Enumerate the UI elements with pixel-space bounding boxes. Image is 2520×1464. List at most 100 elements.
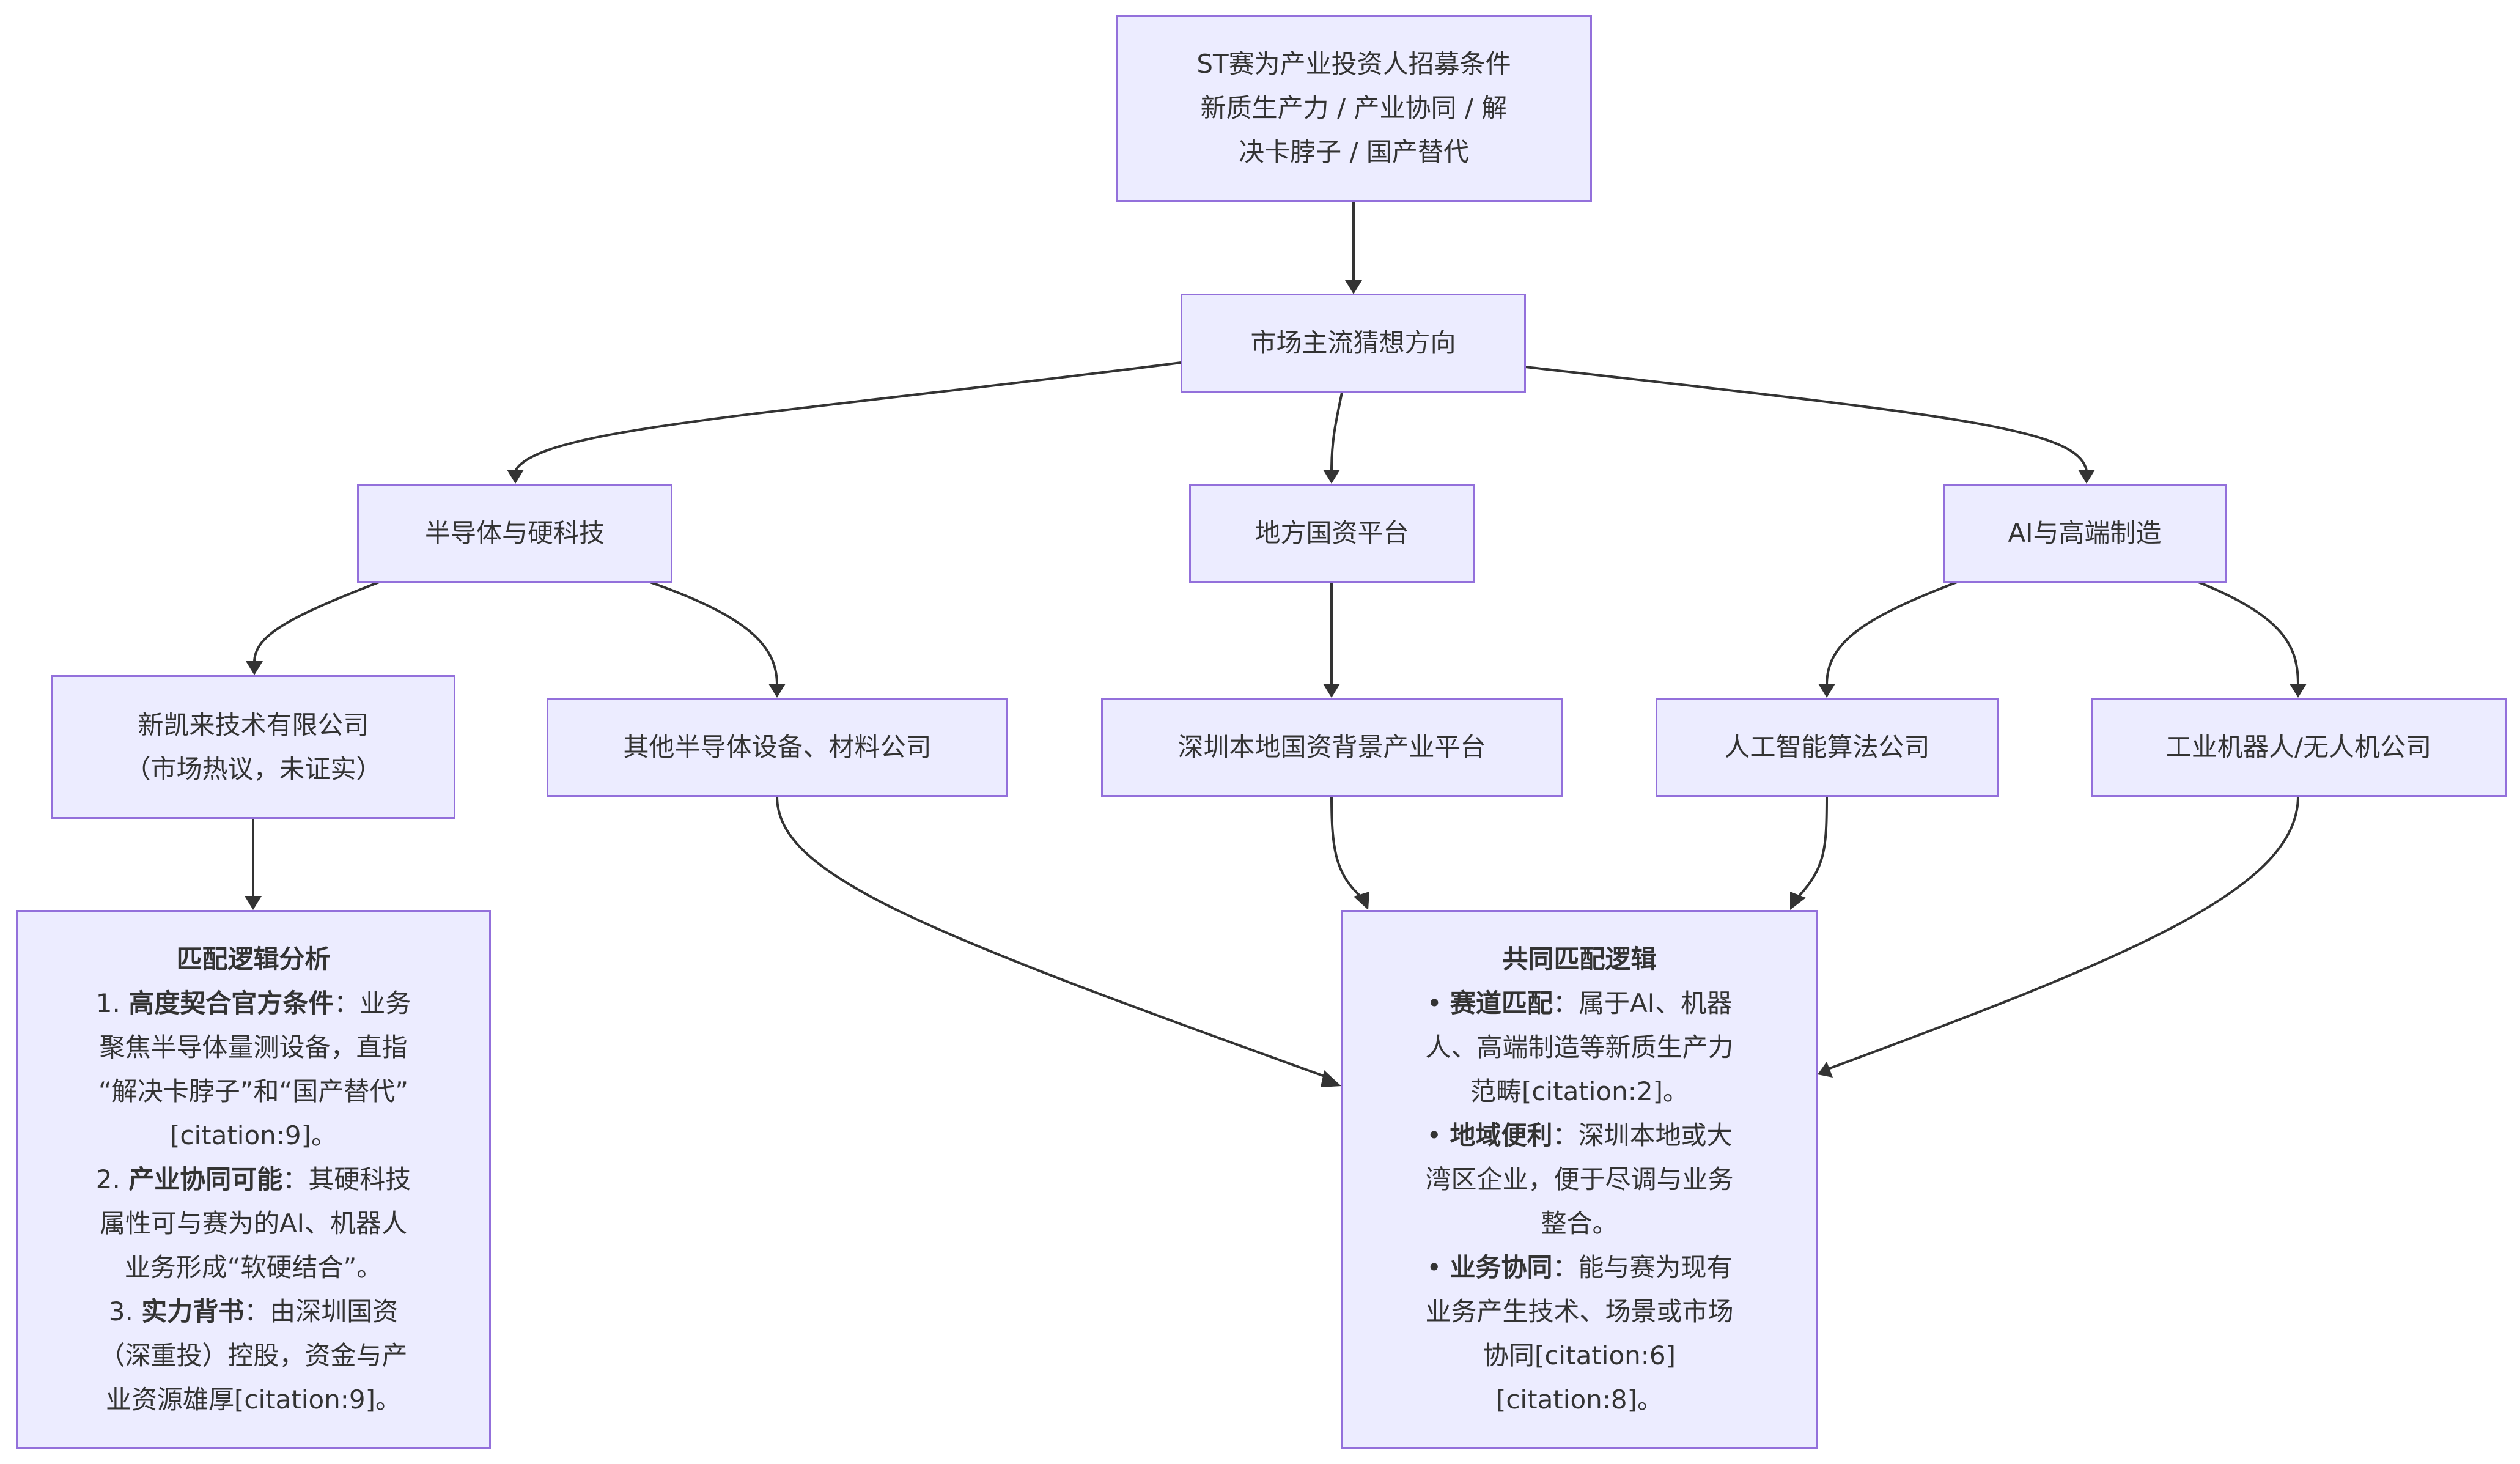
node-shenzhen-soe-label: 深圳本地国资背景产业平台 <box>1177 732 1486 762</box>
node-common-logic[interactable]: 共同匹配逻辑 • 赛道匹配：属于AI、机器人、高端制造等新质生产力范畴[cita… <box>1341 910 1818 1449</box>
match-analysis-item-text: 聚焦半导体量测设备，直指 <box>99 1032 408 1062</box>
node-xinkailai[interactable]: 新凯来技术有限公司 （市场热议，未证实） <box>51 675 455 819</box>
arrowhead-common-from-ai-algo <box>1790 892 1806 910</box>
match-analysis-item-heading: 高度契合官方条件 <box>128 988 334 1018</box>
match-analysis-item-text: （深重投）控股，资金与产 <box>99 1340 408 1370</box>
arrowhead-other-semi <box>768 684 786 698</box>
common-logic-line: 业务产生技术、场景或市场 <box>1425 1290 1733 1334</box>
match-analysis-item-text: “解决卡脖子”和“国产替代” <box>98 1076 409 1106</box>
match-analysis-item-marker: 1. <box>95 988 129 1018</box>
arrowhead-common-from-robot-drone <box>1818 1062 1833 1078</box>
common-logic-item-marker: • <box>1426 1120 1450 1150</box>
match-analysis-line: （深重投）控股，资金与产 <box>96 1334 411 1378</box>
arrowhead-local-soe <box>1323 470 1340 484</box>
common-logic-item-text: 协同[citation:6] <box>1483 1340 1676 1370</box>
match-analysis-item-heading: 产业协同可能 <box>128 1164 283 1194</box>
node-mainstream[interactable]: 市场主流猜想方向 <box>1181 294 1526 393</box>
common-logic-line: 协同[citation:6] <box>1425 1334 1733 1378</box>
node-xinkailai-line-2: （市场热议，未证实） <box>125 753 382 784</box>
common-logic-item-heading: 赛道匹配 <box>1450 988 1553 1018</box>
edge-mainstream-to-local-soe <box>1330 392 1343 471</box>
node-match-analysis[interactable]: 匹配逻辑分析 1. 高度契合官方条件：业务聚焦半导体量测设备，直指 “解决卡脖子”… <box>16 910 491 1449</box>
node-other-semi-label: 其他半导体设备、材料公司 <box>623 732 932 762</box>
match-analysis-line: 2. 产业协同可能：其硬科技 <box>96 1158 411 1202</box>
match-analysis-line: [citation:9]。 <box>96 1114 411 1158</box>
node-root-line-3: 决卡脖子 / 国产替代 <box>1239 137 1469 167</box>
common-logic-line: • 赛道匹配：属于AI、机器 <box>1425 982 1733 1026</box>
common-logic-line: • 业务协同：能与赛为现有 <box>1425 1246 1733 1290</box>
edge-shenzhen-soe-to-common-logic <box>1330 796 1363 899</box>
edge-mainstream-to-semiconductor <box>514 361 1182 471</box>
match-analysis-item-text: 业务形成“软硬结合”。 <box>124 1252 383 1282</box>
arrowhead-xinkailai <box>246 661 263 675</box>
arrowhead-mainstream <box>1345 280 1362 294</box>
common-logic-item-marker: • <box>1426 1252 1450 1282</box>
node-ai-algo-label: 人工智能算法公司 <box>1724 732 1930 762</box>
arrowhead-ai-algo <box>1818 684 1835 698</box>
common-logic-line: [citation:8]。 <box>1425 1378 1733 1422</box>
match-analysis-line: 1. 高度契合官方条件：业务 <box>96 982 411 1026</box>
node-shenzhen-soe[interactable]: 深圳本地国资背景产业平台 <box>1101 698 1563 797</box>
arrowhead-common-from-other-semi <box>1321 1070 1341 1087</box>
common-logic-item-marker: • <box>1426 988 1450 1018</box>
common-logic-title: 共同匹配逻辑 <box>1502 944 1657 974</box>
match-analysis-item-text: ：业务 <box>334 988 411 1018</box>
match-analysis-item-text: 属性可与赛为的AI、机器人 <box>99 1208 408 1238</box>
node-semiconductor-label: 半导体与硬科技 <box>424 518 605 548</box>
edge-semiconductor-to-xinkailai <box>253 581 380 663</box>
common-logic-item-text: [citation:8]。 <box>1495 1385 1663 1414</box>
match-analysis-item-heading: 实力背书 <box>141 1296 245 1326</box>
edge-ai-manufacturing-to-robot-drone <box>2198 581 2299 686</box>
common-logic-line: • 地域便利：深圳本地或大 <box>1425 1114 1733 1158</box>
match-analysis-item-text: ：其硬科技 <box>282 1164 411 1194</box>
node-root-line-1: ST赛为产业投资人招募条件 <box>1196 49 1511 79</box>
edge-mainstream-to-ai-manufacturing <box>1525 366 2088 471</box>
match-analysis-item-text: 业资源雄厚[citation:9]。 <box>105 1385 402 1414</box>
arrowhead-shenzhen-soe <box>1323 684 1340 698</box>
arrowhead-common-from-shenzhen-soe <box>1354 892 1369 910</box>
match-analysis-line: 业务形成“软硬结合”。 <box>96 1246 411 1290</box>
common-logic-item-text: 整合。 <box>1541 1208 1618 1238</box>
match-analysis-line: 3. 实力背书：由深圳国资 <box>96 1290 411 1334</box>
common-logic-item-text: ：深圳本地或大 <box>1552 1120 1733 1150</box>
node-ai-algo[interactable]: 人工智能算法公司 <box>1656 698 1999 797</box>
common-logic-item-text: ：属于AI、机器 <box>1553 988 1733 1018</box>
match-analysis-line: 属性可与赛为的AI、机器人 <box>96 1202 411 1246</box>
node-ai-manufacturing[interactable]: AI与高端制造 <box>1943 484 2227 583</box>
common-logic-item-heading: 业务协同 <box>1450 1252 1553 1282</box>
edge-robot-drone-to-common-logic <box>1827 796 2299 1070</box>
common-logic-item-text: 人、高端制造等新质生产力 <box>1425 1032 1734 1062</box>
common-logic-item-text: ：能与赛为现有 <box>1552 1252 1733 1282</box>
node-mainstream-label: 市场主流猜想方向 <box>1250 328 1456 358</box>
node-xinkailai-line-1: 新凯来技术有限公司 <box>138 709 369 740</box>
match-analysis-title: 匹配逻辑分析 <box>176 944 331 974</box>
node-other-semi[interactable]: 其他半导体设备、材料公司 <box>547 698 1008 797</box>
node-ai-manufacturing-label: AI与高端制造 <box>2008 518 2162 548</box>
match-analysis-line: 业资源雄厚[citation:9]。 <box>96 1378 411 1422</box>
node-root[interactable]: ST赛为产业投资人招募条件 新质生产力 / 产业协同 / 解 决卡脖子 / 国产… <box>1116 15 1592 202</box>
node-root-line-2: 新质生产力 / 产业协同 / 解 <box>1200 93 1508 123</box>
match-analysis-item-text: [citation:9]。 <box>169 1120 337 1150</box>
common-logic-item-text: 范畴[citation:2]。 <box>1470 1076 1689 1106</box>
common-logic-item-text: 业务产生技术、场景或市场 <box>1425 1296 1734 1326</box>
node-semiconductor[interactable]: 半导体与硬科技 <box>357 484 672 583</box>
edge-other-semi-to-common-logic <box>776 796 1330 1079</box>
match-analysis-line: 聚焦半导体量测设备，直指 <box>96 1026 411 1070</box>
arrowhead-robot-drone <box>2290 684 2307 698</box>
arrowhead-ai-manufacturing <box>2078 470 2095 484</box>
match-analysis-line: “解决卡脖子”和“国产替代” <box>96 1070 411 1114</box>
node-robot-drone-label: 工业机器人/无人机公司 <box>2165 732 2432 762</box>
common-logic-line: 范畴[citation:2]。 <box>1425 1070 1733 1114</box>
node-local-soe-label: 地方国资平台 <box>1254 518 1409 548</box>
node-robot-drone[interactable]: 工业机器人/无人机公司 <box>2091 698 2507 797</box>
common-logic-item-text: 湾区企业，便于尽调与业务 <box>1425 1164 1734 1194</box>
arrowhead-match-analysis <box>245 896 262 910</box>
match-analysis-content: 匹配逻辑分析 1. 高度契合官方条件：业务聚焦半导体量测设备，直指 “解决卡脖子”… <box>84 937 423 1422</box>
match-analysis-item-text: ：由深圳国资 <box>244 1296 399 1326</box>
match-analysis-item-marker: 3. <box>108 1296 142 1326</box>
node-local-soe[interactable]: 地方国资平台 <box>1189 484 1475 583</box>
common-logic-line: 人、高端制造等新质生产力 <box>1425 1026 1733 1070</box>
edge-semiconductor-to-other-semi <box>649 581 778 686</box>
